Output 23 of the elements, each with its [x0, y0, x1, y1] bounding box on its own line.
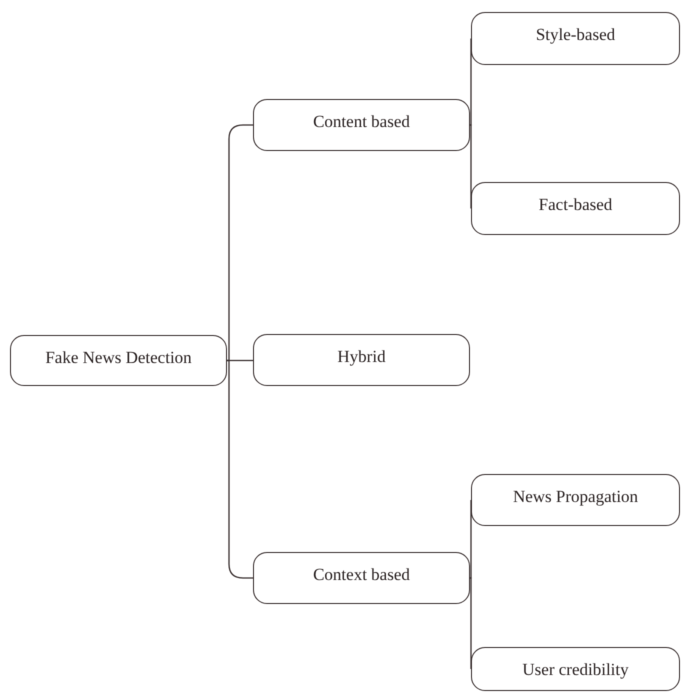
node-label: Content based	[313, 112, 410, 133]
node-label: User credibility	[522, 660, 629, 681]
connector-line	[226, 124, 253, 362]
connector-line	[470, 38, 472, 126]
node-label: Fact-based	[538, 195, 612, 216]
node-label: Context based	[313, 565, 410, 586]
connector-line	[470, 577, 472, 670]
category-box	[10, 335, 227, 386]
connector-line	[227, 360, 253, 362]
category-box	[253, 99, 470, 151]
connector-line	[226, 360, 253, 579]
category-box	[471, 12, 680, 65]
node-label: Hybrid	[337, 347, 386, 368]
category-box	[471, 474, 680, 526]
category-box	[253, 334, 470, 386]
category-box	[471, 182, 680, 235]
connector-line	[470, 124, 472, 210]
connector-line	[470, 499, 472, 579]
node-label: News Propagation	[512, 487, 638, 508]
node-label: Fake News Detection	[45, 348, 192, 369]
node-label: Style-based	[536, 25, 616, 46]
category-box	[471, 647, 680, 691]
category-box	[253, 552, 470, 604]
